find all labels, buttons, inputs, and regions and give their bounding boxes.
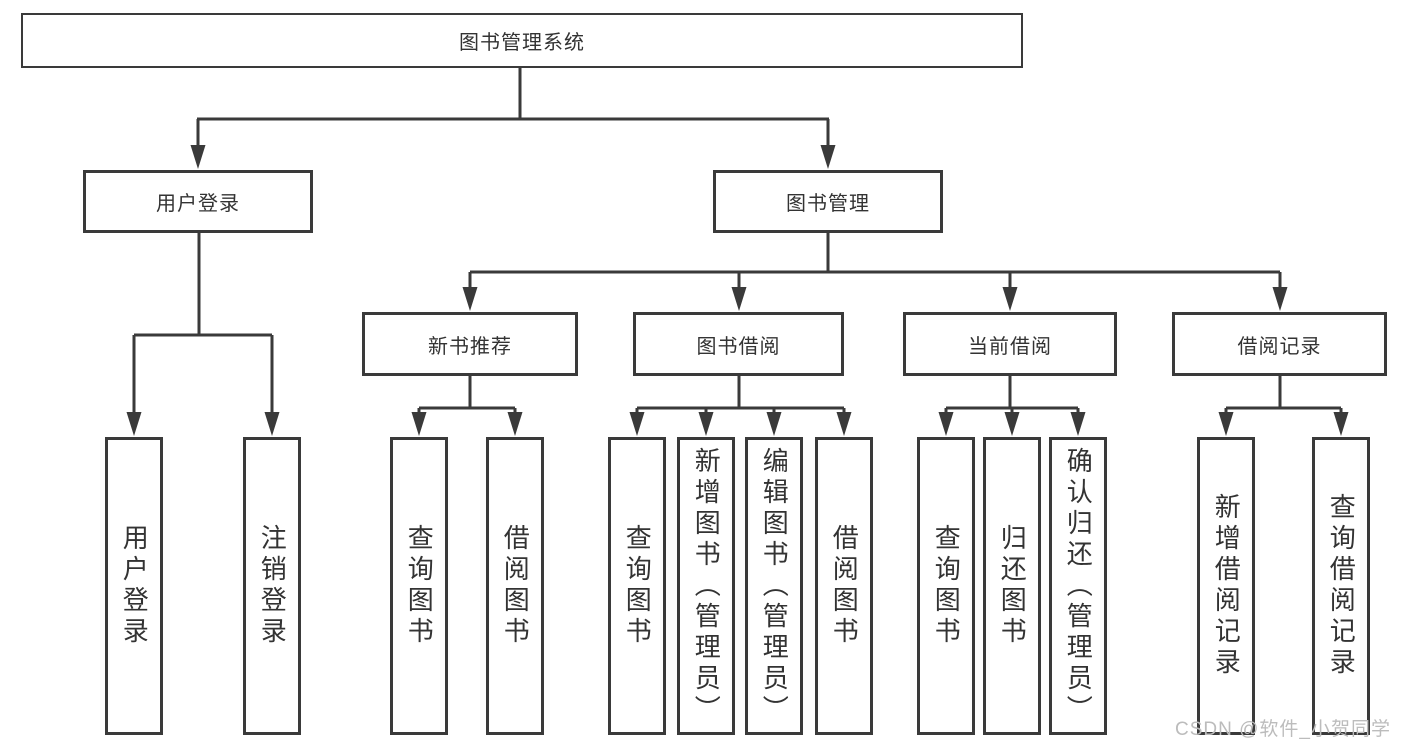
- node-label: 查询图书: [404, 524, 435, 648]
- node-label: 图书借阅: [696, 335, 781, 358]
- node-label: 借阅记录: [1237, 335, 1322, 358]
- leaf-query-books-2: 查询图书: [608, 437, 666, 735]
- leaf-edit-book-admin: 编辑图书（管理员）: [745, 437, 803, 735]
- leaf-query-books-3: 查询图书: [917, 437, 975, 735]
- leaf-add-book-admin: 新增图书（管理员）: [677, 437, 735, 735]
- leaf-confirm-return-admin: 确认归还（管理员）: [1049, 437, 1107, 735]
- node-label: 用户登录: [156, 193, 240, 215]
- leaf-borrow-books-2: 借阅图书: [815, 437, 873, 735]
- node-label: 查询图书: [931, 524, 962, 648]
- node-label: 借阅图书: [829, 524, 860, 648]
- node-label: 新书推荐: [428, 335, 512, 358]
- node-label: 图书管理系统: [459, 32, 585, 54]
- node-label: 确认归还（管理员）: [1063, 446, 1094, 726]
- leaf-return-book: 归还图书: [983, 437, 1041, 735]
- node-current-borrow: 当前借阅: [903, 312, 1117, 376]
- node-label: 归还图书: [997, 524, 1028, 648]
- leaf-query-borrow-record: 查询借阅记录: [1312, 437, 1370, 735]
- node-book-management: 图书管理: [713, 170, 943, 233]
- csdn-watermark: CSDN @软件_小贺同学: [1175, 719, 1391, 740]
- node-root-system: 图书管理系统: [21, 13, 1023, 68]
- leaf-query-books-1: 查询图书: [390, 437, 448, 735]
- node-label: 新增图书（管理员）: [691, 446, 722, 726]
- node-user-login: 用户登录: [83, 170, 313, 233]
- node-book-borrow: 图书借阅: [633, 312, 844, 376]
- node-label: 编辑图书（管理员）: [759, 446, 790, 726]
- leaf-logout: 注销登录: [243, 437, 301, 735]
- node-label: 注销登录: [257, 524, 288, 648]
- node-label: 借阅图书: [500, 524, 531, 648]
- node-label: 图书管理: [786, 193, 870, 215]
- node-label: 当前借阅: [968, 335, 1052, 358]
- node-borrow-records: 借阅记录: [1172, 312, 1387, 376]
- node-label: 查询借阅记录: [1326, 493, 1357, 679]
- leaf-borrow-books-1: 借阅图书: [486, 437, 544, 735]
- node-label: 查询图书: [622, 524, 653, 648]
- node-label: 新增借阅记录: [1211, 493, 1242, 679]
- node-new-book-recommend: 新书推荐: [362, 312, 578, 376]
- node-label: 用户登录: [119, 524, 150, 648]
- leaf-user-login: 用户登录: [105, 437, 163, 735]
- leaf-add-borrow-record: 新增借阅记录: [1197, 437, 1255, 735]
